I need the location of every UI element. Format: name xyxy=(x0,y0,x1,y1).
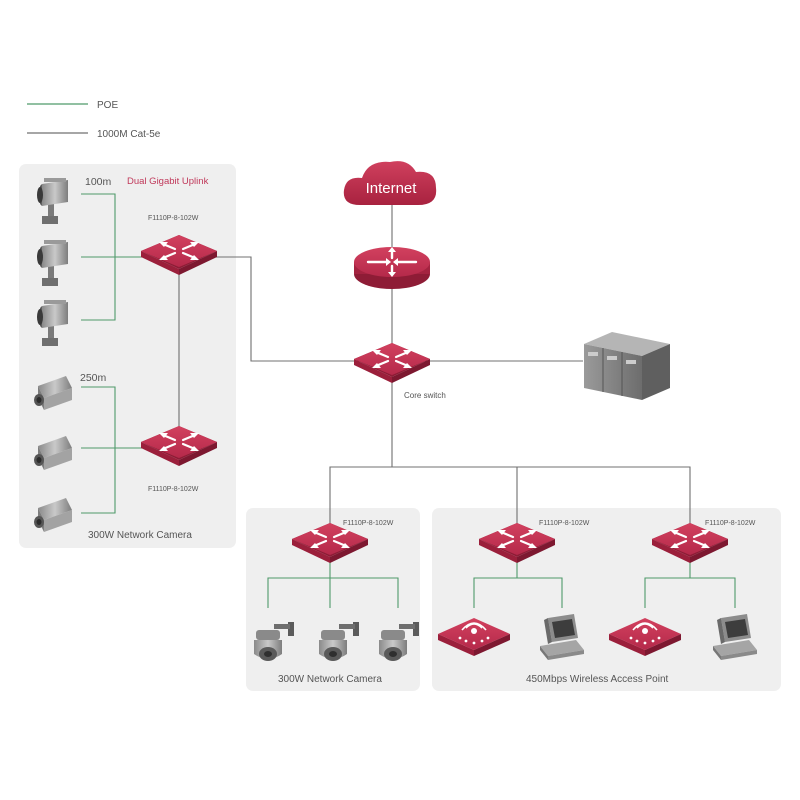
poe-links xyxy=(81,193,736,608)
bottom-right-switch-a-label: F1110P-8-102W xyxy=(539,520,590,527)
server-icon xyxy=(584,332,670,400)
bottom-right-panel xyxy=(432,508,781,691)
bottom-right-switch-b-label: F1110P-8-102W xyxy=(705,520,756,527)
cloud-icon xyxy=(343,161,437,205)
bottom-left-switch-label: F1110P-8-102W xyxy=(343,520,394,527)
distance-label-100m: 100m xyxy=(85,176,112,188)
router-icon xyxy=(352,245,432,291)
distance-label-250m: 250m xyxy=(80,372,107,384)
internet-label: Internet xyxy=(366,180,418,197)
legend-cat5e-label: 1000M Cat-5e xyxy=(97,129,161,140)
uplink-label: Dual Gigabit Uplink xyxy=(127,176,209,187)
left-panel-caption: 300W Network Camera xyxy=(88,530,192,541)
legend-poe-label: POE xyxy=(97,100,118,111)
left-switch-bottom-label: F1110P-8-102W xyxy=(148,486,199,493)
core-switch-label: Core switch xyxy=(404,391,446,400)
bottom-left-caption: 300W Network Camera xyxy=(278,674,382,685)
switch-icon xyxy=(352,341,432,385)
bottom-left-panel xyxy=(246,508,420,691)
bottom-right-caption: 450Mbps Wireless Access Point xyxy=(526,674,669,685)
left-switch-top-label: F1110P-8-102W xyxy=(148,215,199,222)
